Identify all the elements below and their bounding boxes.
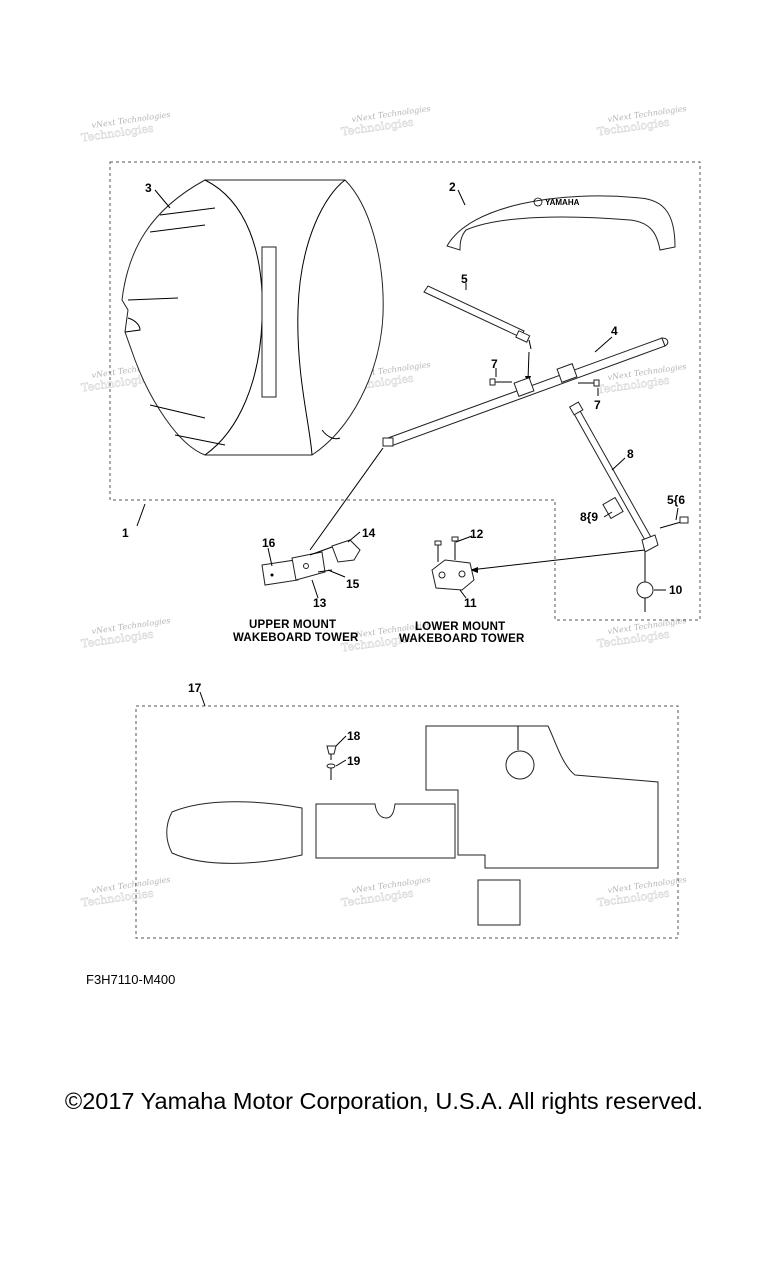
callout-12[interactable]: 12 <box>470 527 484 541</box>
callout-5-6[interactable]: 5{6 <box>667 493 685 507</box>
part-8-support-pole[interactable] <box>568 401 659 553</box>
assembly-17-outline <box>135 705 679 939</box>
watermark: vNext Technologies Technologies <box>596 875 687 910</box>
connector-line <box>469 549 646 571</box>
callout-3[interactable]: 3 <box>145 181 152 195</box>
leader-lines <box>136 189 679 767</box>
callout-19[interactable]: 19 <box>347 754 361 768</box>
callout-4[interactable]: 4 <box>611 324 618 338</box>
part-4-long-pole[interactable] <box>382 337 669 447</box>
part-7-screw[interactable] <box>489 378 512 386</box>
callout-7[interactable]: 7 <box>594 398 601 412</box>
callout-18[interactable]: 18 <box>347 729 361 743</box>
part-18-fastener[interactable] <box>326 745 337 760</box>
lower-mount-caption-line1: LOWER MOUNT <box>415 621 505 633</box>
watermark: vNext Technologies Technologies <box>596 104 687 139</box>
yamaha-logo-text: YAMAHA <box>545 198 580 207</box>
callout-10[interactable]: 10 <box>669 583 683 597</box>
lower-mount-assembly[interactable] <box>431 536 475 591</box>
part-2-visor[interactable]: YAMAHA <box>446 195 676 251</box>
callout-5[interactable]: 5 <box>461 272 468 286</box>
watermark: vNext Technologies Technologies <box>596 616 687 651</box>
mount-captions: UPPER MOUNT WAKEBOARD TOWER LOWER MOUNT … <box>233 619 525 645</box>
watermark: vNext Technologies Technologies <box>80 875 171 910</box>
figure-code: F3H7110-M400 <box>86 972 176 987</box>
part-3-canopy[interactable] <box>121 179 384 456</box>
upper-mount-caption-line2: WAKEBOARD TOWER <box>233 632 359 644</box>
callout-13[interactable]: 13 <box>313 596 327 610</box>
callout-8-9[interactable]: 8{9 <box>580 510 598 524</box>
assembly-1-outline <box>109 161 701 621</box>
part-6-pin[interactable] <box>659 516 689 529</box>
part-10-knob[interactable] <box>636 552 654 612</box>
callout-16[interactable]: 16 <box>262 536 276 550</box>
watermark: vNext Technologies Technologies <box>596 362 687 397</box>
callout-11[interactable]: 11 <box>464 596 477 610</box>
watermark: vNext Technologies Technologies <box>80 110 171 145</box>
callout-7[interactable]: 7 <box>491 357 498 371</box>
callout-15[interactable]: 15 <box>346 577 360 591</box>
part-7-screw[interactable] <box>578 379 600 387</box>
watermark: vNext Technologies Technologies <box>340 875 431 910</box>
callout-8[interactable]: 8 <box>627 447 634 461</box>
part-17-mat-set[interactable] <box>166 725 659 926</box>
yamaha-logo-icon <box>533 197 543 207</box>
upper-mount-assembly[interactable] <box>261 539 361 586</box>
callout-1[interactable]: 1 <box>122 526 129 540</box>
callout-14[interactable]: 14 <box>362 526 376 540</box>
watermark: vNext Technologies Technologies <box>340 104 431 139</box>
callout-labels: 3 2 5 4 7 7 8 8{9 5{6 10 12 11 14 15 13 … <box>122 180 685 768</box>
watermark: vNext Technologies Technologies <box>80 616 171 651</box>
lower-mount-caption-line2: WAKEBOARD TOWER <box>399 633 525 645</box>
callout-2[interactable]: 2 <box>449 180 456 194</box>
part-5-pole[interactable] <box>423 285 532 384</box>
part-19-washer[interactable] <box>326 763 336 780</box>
callout-17[interactable]: 17 <box>188 681 202 695</box>
connector-line <box>309 447 384 551</box>
copyright-notice: ©2017 Yamaha Motor Corporation, U.S.A. A… <box>64 1088 704 1114</box>
upper-mount-caption-line1: UPPER MOUNT <box>249 619 336 631</box>
